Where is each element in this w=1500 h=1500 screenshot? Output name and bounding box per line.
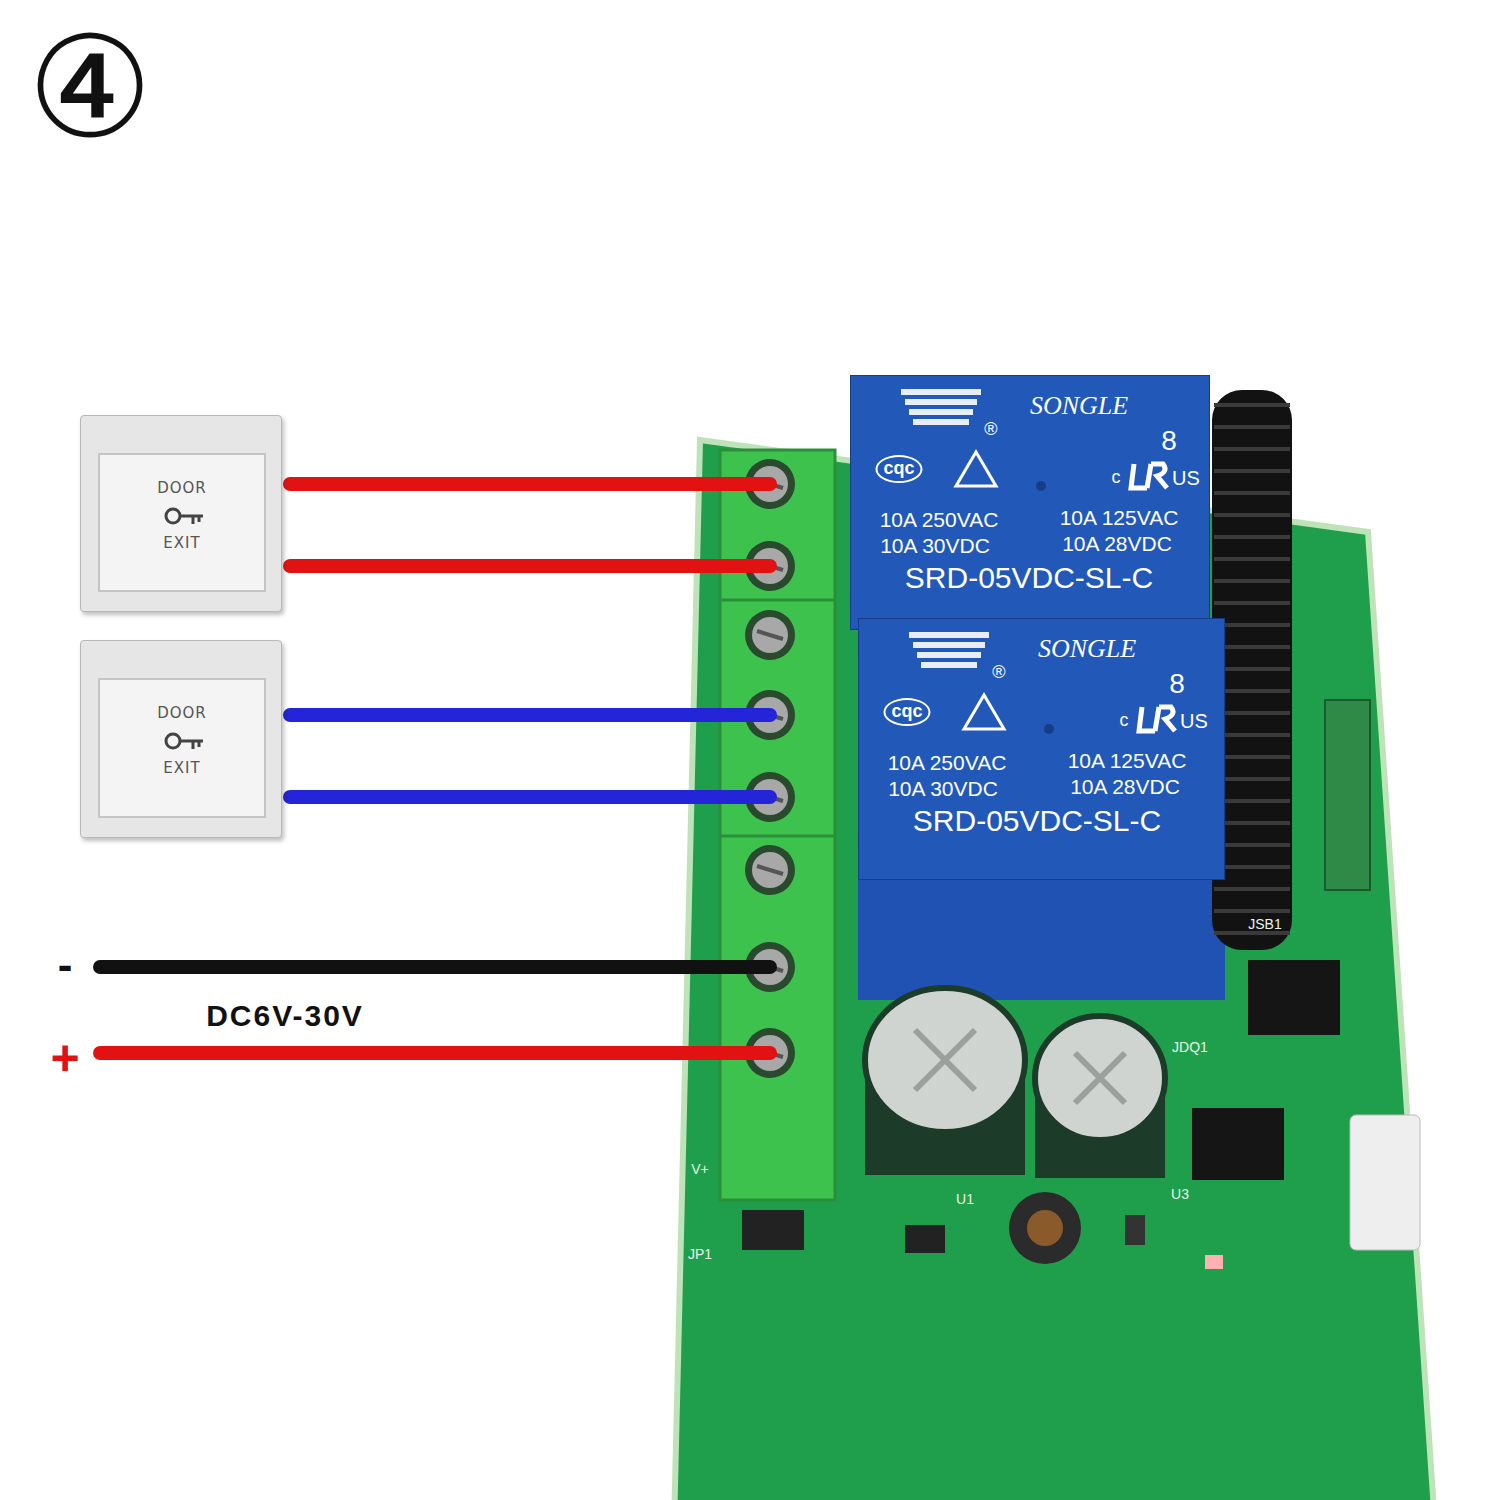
cert-mark: cqc (883, 698, 930, 726)
button-text: DOOR (157, 480, 207, 497)
antenna-coil (1212, 390, 1370, 950)
relay-rating: 10A 125VAC (1060, 506, 1179, 529)
relay-rating: 10A 30VDC (880, 534, 990, 557)
brand-name: SONGLE (1030, 392, 1128, 421)
registered-mark: ® (984, 420, 997, 440)
relay-body (858, 870, 1225, 1000)
relay-rating: 10A 30VDC (888, 777, 998, 800)
silkscreen-label: U3 (1171, 1187, 1189, 1202)
inductor (1009, 1192, 1081, 1264)
transistor (905, 1225, 945, 1253)
led (1205, 1255, 1223, 1269)
button-face (81, 641, 283, 839)
relay-model: SRD-05VDC-SL-C (913, 804, 1161, 837)
capacitor (865, 988, 1165, 1178)
callout-number: ④ (27, 11, 153, 165)
door-exit-button: DOOR EXIT (80, 415, 282, 612)
terminal-screws (745, 459, 795, 1078)
silkscreen-label: V+ (691, 1162, 709, 1177)
relay-box: SONGLE ® cqc 8 c US 10A 250VAC 10A 125VAC 10A 30… (850, 375, 1210, 630)
cert-mark: c (1112, 468, 1121, 488)
silkscreen-label: U1 (956, 1192, 974, 1207)
voltage-label: DC6V-30V (206, 999, 364, 1032)
silkscreen-label: JSB1 (1248, 917, 1281, 932)
button-text: EXIT (163, 760, 200, 777)
relay-rating: 10A 250VAC (888, 751, 1007, 774)
registered-mark: ® (992, 663, 1005, 683)
button-text: EXIT (163, 535, 200, 552)
silkscreen-label: JP1 (688, 1247, 712, 1262)
relay-rating: 10A 250VAC (880, 508, 999, 531)
cert-mark: c (1120, 711, 1129, 731)
relay-rating: 10A 28VDC (1070, 775, 1180, 798)
brand-name: SONGLE (1038, 635, 1136, 664)
button-face (81, 416, 283, 613)
push-button (1350, 1115, 1420, 1250)
resistor-symbol (1125, 1215, 1145, 1245)
cert-mark: US (1172, 467, 1200, 489)
polarity-sign: + (50, 1031, 79, 1086)
rating-number: 8 (1169, 669, 1185, 700)
relay-rating: 10A 125VAC (1068, 749, 1187, 772)
door-exit-button: DOOR EXIT (80, 640, 282, 838)
relay-box: SONGLE ® cqc 8 c US 10A 250VAC 10A 125VAC 10A 30… (858, 618, 1225, 880)
button-text: DOOR (157, 705, 207, 722)
rating-number: 8 (1161, 426, 1177, 457)
diode (742, 1210, 804, 1250)
polarity-sign: - (58, 941, 73, 989)
ic-chip (1192, 960, 1340, 1180)
silkscreen-label: JDQ1 (1172, 1040, 1208, 1055)
cert-mark: cqc (875, 455, 922, 483)
relay-rating: 10A 28VDC (1062, 532, 1172, 555)
cert-mark: US (1180, 710, 1208, 732)
relay-model: SRD-05VDC-SL-C (905, 561, 1153, 594)
